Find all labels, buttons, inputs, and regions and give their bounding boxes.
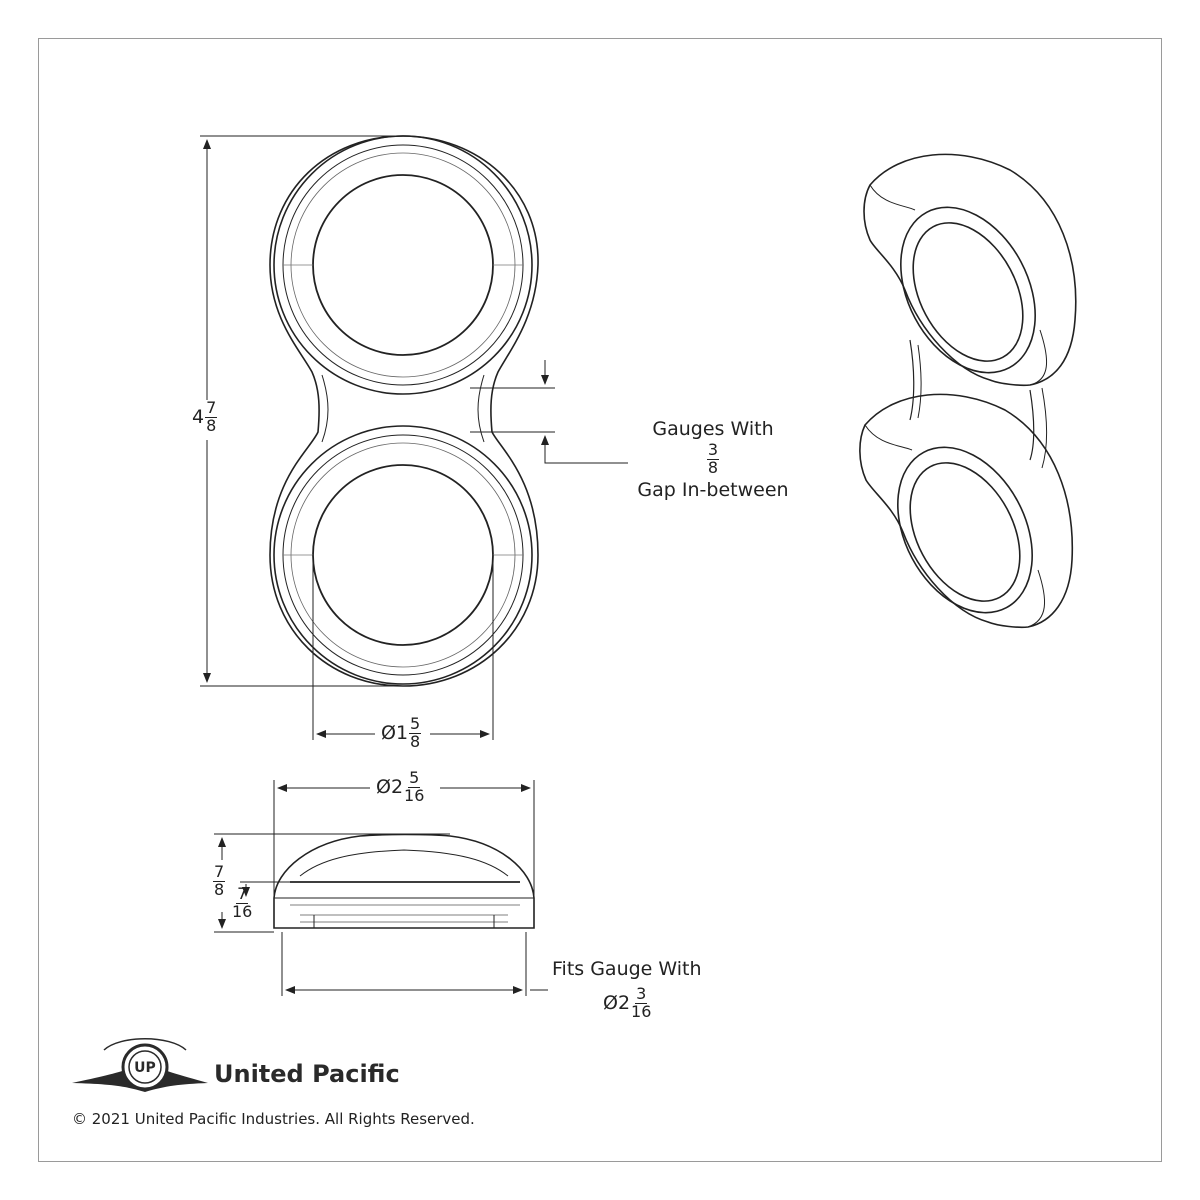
height-num: 7 <box>205 398 218 418</box>
lip-height-den: 16 <box>232 901 253 921</box>
height-whole: 4 <box>192 405 205 428</box>
lip-height-num: 7 <box>236 884 249 904</box>
profile-height-dimension <box>214 833 450 933</box>
outer-diameter-label: Ø2 5 16 <box>376 768 425 805</box>
gauge-fit-label: Ø2 3 16 <box>603 984 652 1021</box>
svg-text:UP: UP <box>134 1060 156 1076</box>
inner-diameter-den: 8 <box>410 731 421 751</box>
outer-diameter-num: 5 <box>408 768 421 788</box>
gap-dimension <box>470 360 628 464</box>
gap-note-den: 8 <box>707 457 719 477</box>
outer-diameter-prefix: Ø2 <box>376 775 404 798</box>
profile-height-den: 8 <box>214 879 225 899</box>
gap-note-fraction: 3 8 <box>706 440 720 477</box>
profile-height-fraction: 7 8 <box>213 862 226 899</box>
front-view <box>269 135 539 687</box>
gap-note-line3: Gap In-between <box>637 478 789 501</box>
gauge-fit-num: 3 <box>635 984 648 1004</box>
copyright-text: © 2021 United Pacific Industries. All Ri… <box>72 1110 475 1128</box>
gauge-fit-den: 16 <box>631 1001 652 1021</box>
inner-diameter-fraction: 5 8 <box>409 714 422 751</box>
inner-diameter-dimension <box>312 555 494 740</box>
gauge-fit-dimension <box>281 932 548 996</box>
lip-height-label: 7 16 <box>232 884 253 921</box>
inner-diameter-label: Ø1 5 8 <box>381 714 422 751</box>
outer-diameter-dimension <box>273 780 535 928</box>
outer-diameter-den: 16 <box>404 785 425 805</box>
height-fraction: 7 8 <box>205 398 218 435</box>
inner-diameter-prefix: Ø1 <box>381 721 409 744</box>
gap-note: Gauges With 3 8 Gap In-between <box>630 418 796 501</box>
height-den: 8 <box>206 415 217 435</box>
fits-note: Fits Gauge With <box>552 958 702 980</box>
profile-height-label: 7 8 <box>213 862 226 899</box>
drawing-frame <box>38 38 1162 1162</box>
outer-diameter-fraction: 5 16 <box>404 768 425 805</box>
gap-note-line1: Gauges With <box>652 418 774 440</box>
profile-height-num: 7 <box>213 862 226 882</box>
brand-name: United Pacific <box>214 1060 400 1088</box>
isometric-view <box>859 153 1077 629</box>
gauge-fit-fraction: 3 16 <box>631 984 652 1021</box>
side-profile-view <box>273 833 535 929</box>
inner-diameter-num: 5 <box>409 714 422 734</box>
lip-height-fraction: 7 16 <box>232 884 253 921</box>
united-pacific-logo: UP <box>72 1038 208 1092</box>
fits-note-line1: Fits Gauge With <box>552 958 702 980</box>
gauge-fit-prefix: Ø2 <box>603 991 631 1014</box>
height-label: 4 7 8 <box>192 398 218 435</box>
height-dimension <box>200 135 403 687</box>
gap-note-num: 3 <box>706 440 720 460</box>
